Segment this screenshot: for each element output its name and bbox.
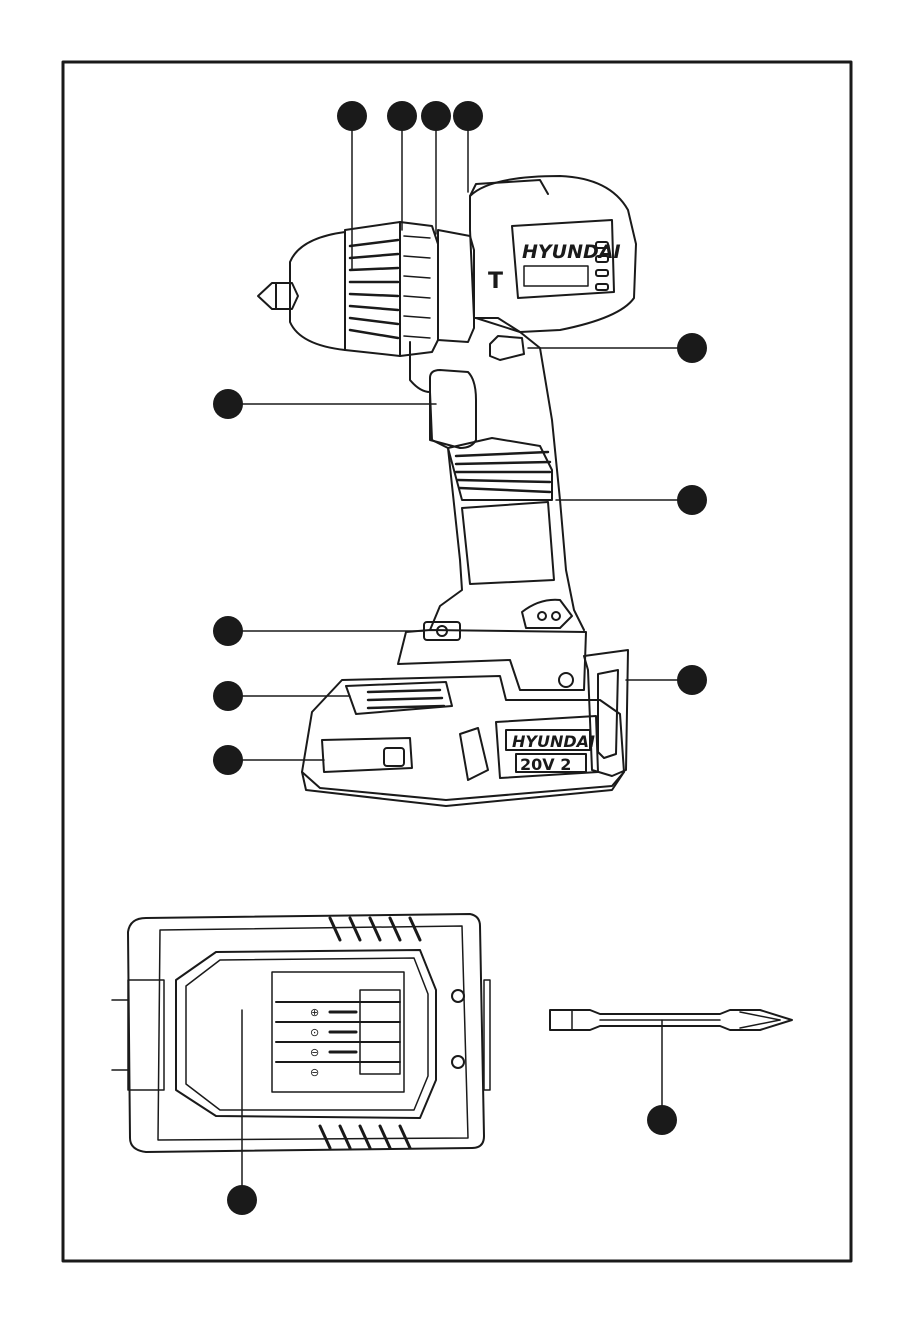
callout-markers: [213, 101, 707, 1215]
chuck-front: [290, 232, 345, 350]
callout-marker: [387, 101, 417, 131]
brand-battery-text: HYUNDAI: [512, 732, 595, 751]
callout-marker: [337, 101, 367, 131]
battery-top-view: [112, 914, 490, 1152]
mode-ring: [438, 230, 474, 342]
direction-switch: [490, 336, 524, 360]
contact-symbol-4: ⊖: [310, 1067, 319, 1079]
chuck-tip: [258, 283, 298, 309]
callout-marker: [213, 389, 243, 419]
contact-symbol-3: ⊖: [310, 1047, 319, 1059]
trigger: [430, 370, 476, 448]
callout-marker: [453, 101, 483, 131]
leader-lines: [228, 116, 692, 1196]
callout-marker: [213, 616, 243, 646]
contact-symbol-1: ⊕: [310, 1007, 319, 1019]
callout-marker: [227, 1185, 257, 1215]
callout-marker: [213, 745, 243, 775]
callout-marker: [647, 1105, 677, 1135]
drill-illustration: T HYUNDAI: [258, 176, 636, 806]
callout-marker: [677, 485, 707, 515]
callout-marker: [421, 101, 451, 131]
battery-voltage-text: 20V 2: [520, 755, 571, 774]
mode-letter: T: [488, 269, 503, 294]
callout-marker: [677, 333, 707, 363]
screwdriver-bit: [550, 1010, 792, 1030]
chuck-grooves: [350, 240, 398, 338]
brand-tool-text: HYUNDAI: [522, 241, 621, 263]
callout-marker: [213, 681, 243, 711]
callout-marker: [677, 665, 707, 695]
contact-symbol-2: ⊙: [310, 1027, 319, 1039]
